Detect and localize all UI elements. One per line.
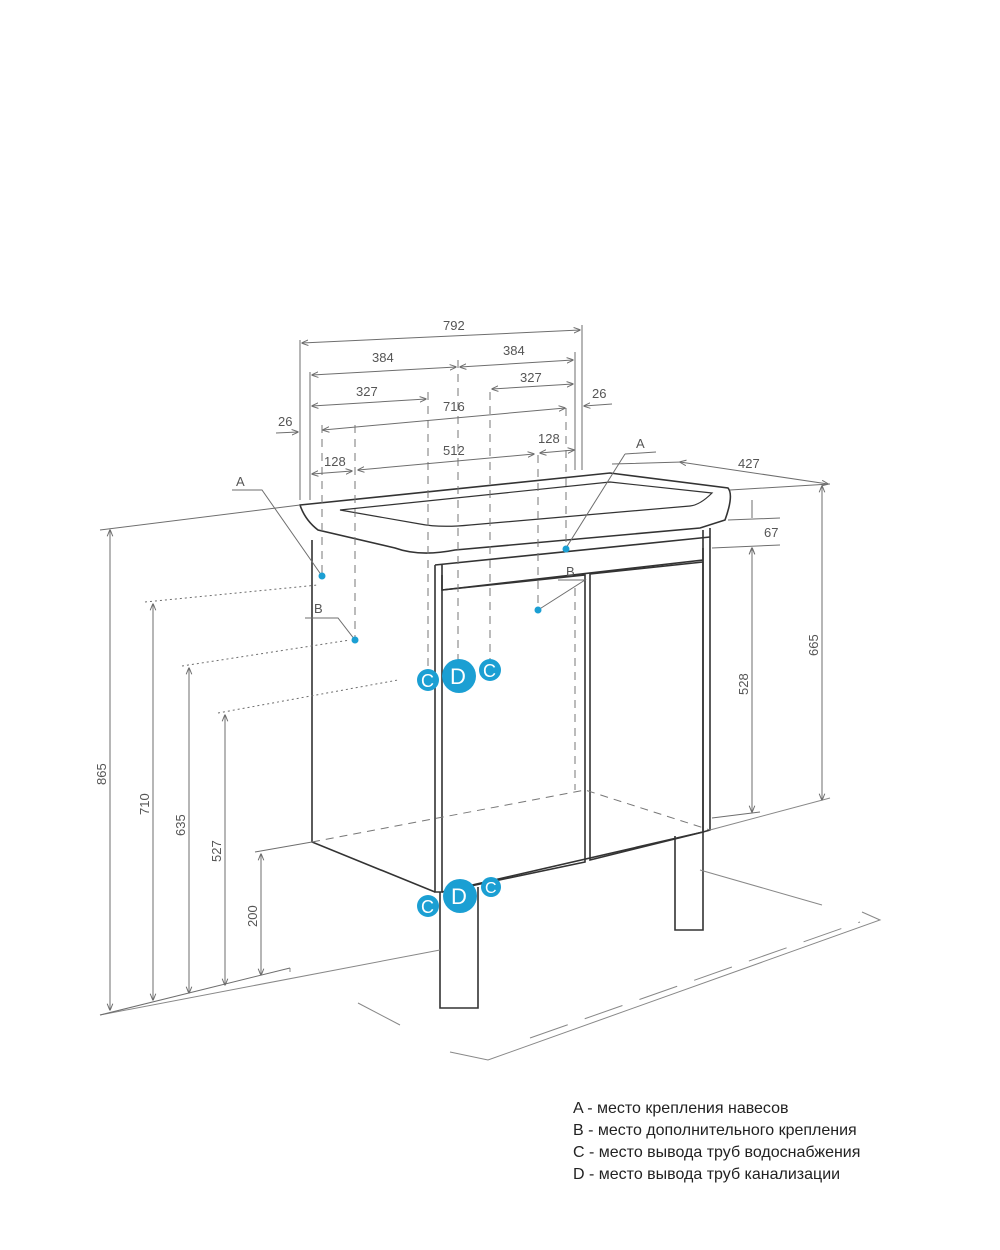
legend-item-a: A - место крепления навесов xyxy=(573,1100,789,1117)
label-384-left: 384 xyxy=(372,350,394,365)
label-384-right: 384 xyxy=(503,343,525,358)
door-right xyxy=(589,561,704,862)
label-792: 792 xyxy=(443,318,465,333)
dim-line-128-left xyxy=(312,471,352,474)
water-outlet-bottom-right xyxy=(481,877,501,897)
water-outlet-left xyxy=(417,669,439,691)
washbasin xyxy=(298,472,732,554)
label-716: 716 xyxy=(443,399,465,414)
sewer-outlet-upper-label: D xyxy=(450,664,466,689)
dim-line-327-right xyxy=(492,384,573,389)
dim-line-26-left xyxy=(275,432,298,433)
point-label-a-left: A xyxy=(236,474,245,489)
label-527: 527 xyxy=(209,840,224,862)
label-512: 512 xyxy=(443,443,465,458)
dim-line-792 xyxy=(302,330,580,343)
label-200: 200 xyxy=(245,905,260,927)
door-left xyxy=(441,574,586,893)
water-outlet-left-label: C xyxy=(421,671,434,691)
dim-line-128-right xyxy=(540,450,574,453)
water-outlet-right xyxy=(479,659,501,681)
water-outlet-right-label: C xyxy=(483,661,496,681)
dim-line-427 xyxy=(680,462,828,484)
label-327-right: 327 xyxy=(520,370,542,385)
dim-line-716 xyxy=(323,408,565,430)
label-865: 865 xyxy=(94,763,109,785)
label-710: 710 xyxy=(137,793,152,815)
point-label-b-right: B xyxy=(566,564,575,579)
dim-line-384-left xyxy=(312,367,456,375)
legend-item-c: C - место вывода труб водоснабжения xyxy=(573,1144,861,1161)
legend-item-b: B - место дополнительного крепления xyxy=(573,1122,857,1139)
label-26-right: 26 xyxy=(592,386,606,401)
cabinet-right-side xyxy=(702,528,711,834)
label-665: 665 xyxy=(806,634,821,656)
mount-point-a-left xyxy=(318,572,326,580)
pipe-markers-upper: C D C xyxy=(417,659,501,693)
sewer-outlet-upper xyxy=(442,659,476,693)
mount-points xyxy=(318,545,570,644)
dimension-lines xyxy=(99,325,831,1016)
washbasin-bowl xyxy=(339,481,714,527)
sewer-outlet-lower xyxy=(443,879,477,913)
cabinet-front-frame xyxy=(434,536,711,893)
label-128-left: 128 xyxy=(324,454,346,469)
leg-right xyxy=(674,832,704,931)
cabinet-left-side xyxy=(311,540,436,893)
mount-point-b-right xyxy=(534,606,542,614)
dim-line-384-right xyxy=(460,360,573,367)
pipe-markers-lower: C D C xyxy=(417,877,501,917)
point-label-b-left: B xyxy=(314,601,323,616)
label-67: 67 xyxy=(764,525,778,540)
mount-point-b-left xyxy=(351,636,359,644)
dim-line-26-right xyxy=(584,404,613,406)
label-128-right: 128 xyxy=(538,431,560,446)
sewer-outlet-lower-label: D xyxy=(451,884,467,909)
water-outlet-bottom-left xyxy=(417,895,439,917)
floor-guides xyxy=(99,797,882,1061)
label-528: 528 xyxy=(736,673,751,695)
legend-item-d: D - место вывода труб канализации xyxy=(573,1166,841,1183)
point-label-a-right: A xyxy=(636,436,645,451)
top-rail xyxy=(441,548,704,591)
label-427: 427 xyxy=(738,456,760,471)
vanity-outline xyxy=(298,472,732,1009)
dimension-labels: 792 384 384 327 327 716 26 26 128 512 12… xyxy=(94,318,821,927)
hidden-lines xyxy=(311,360,711,843)
water-outlet-bottom-left-label: C xyxy=(421,897,434,917)
label-635: 635 xyxy=(173,814,188,836)
dim-line-327-left xyxy=(312,399,426,406)
water-outlet-bottom-right-label: C xyxy=(485,880,497,897)
label-26-left: 26 xyxy=(278,414,292,429)
mount-point-a-right xyxy=(562,545,570,553)
dim-line-512 xyxy=(358,454,534,470)
legend: A - место крепления навесов B - место до… xyxy=(573,1098,860,1186)
label-327-left: 327 xyxy=(356,384,378,399)
